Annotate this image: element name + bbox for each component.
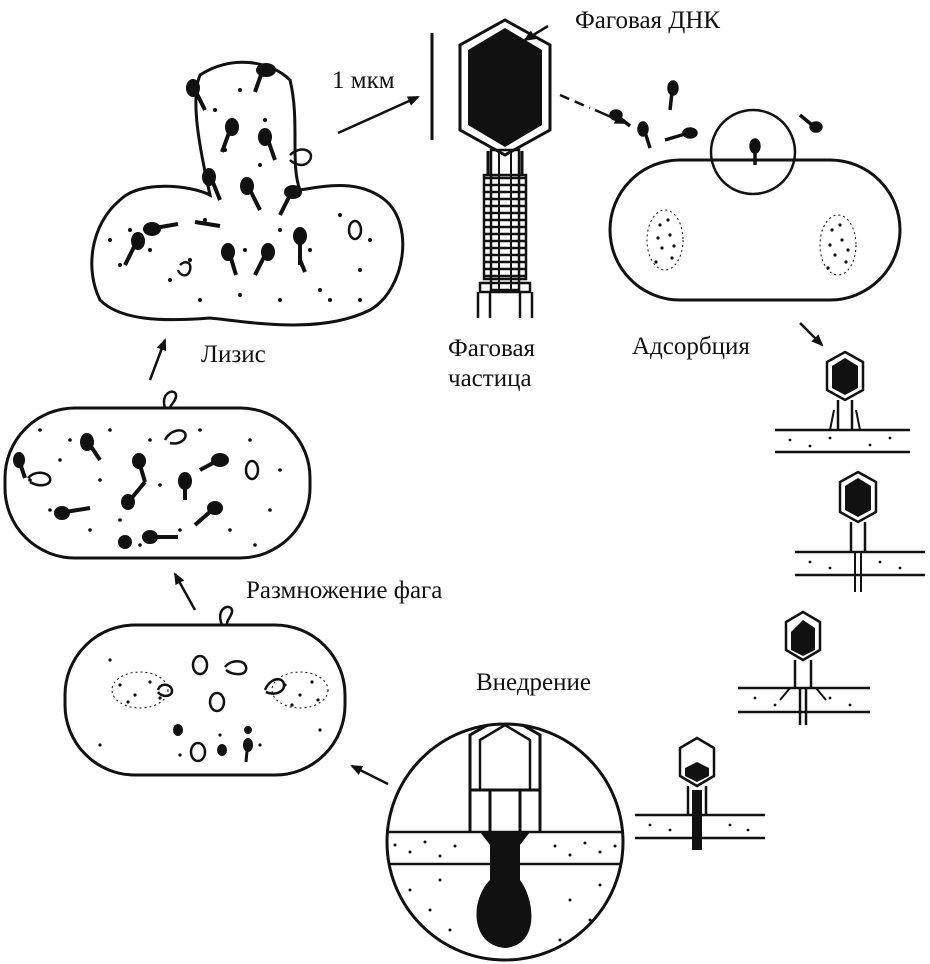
adsorption-cell: [608, 80, 902, 302]
phage-particle: [458, 18, 552, 318]
arrow-early-to-multiplication: [173, 572, 197, 611]
label-adsorption: Адсорбция: [632, 333, 750, 360]
label-phage-particle-1: Фаговая: [448, 335, 536, 362]
label-scale: 1 мкм: [332, 67, 395, 94]
early-infection-cell: [63, 605, 347, 777]
arrow-lysis-to-particle: [337, 95, 420, 135]
step-penetration: [795, 470, 925, 592]
arrow-particle-to-adsorption-a: [559, 93, 591, 110]
label-multiplication: Размножение фага: [246, 577, 442, 604]
label-injection: Внедрение: [476, 669, 591, 696]
lysing-cell: [90, 60, 405, 327]
injection-closeup: [385, 722, 625, 962]
step-injection: [635, 736, 765, 850]
arrow-dna-pointer: [523, 24, 549, 42]
step-attachment: [775, 350, 910, 454]
arrow-injection-to-early: [350, 764, 389, 786]
label-phage-dna: Фаговая ДНК: [575, 7, 720, 34]
step-contraction: [738, 610, 870, 725]
label-phage-particle-2: частица: [448, 365, 532, 392]
multiplication-cell: [3, 390, 312, 560]
arrow-multiplication-to-lysis: [148, 338, 167, 381]
label-lysis: Лизис: [201, 341, 266, 368]
arrow-adsorption-to-steps: [799, 322, 824, 347]
